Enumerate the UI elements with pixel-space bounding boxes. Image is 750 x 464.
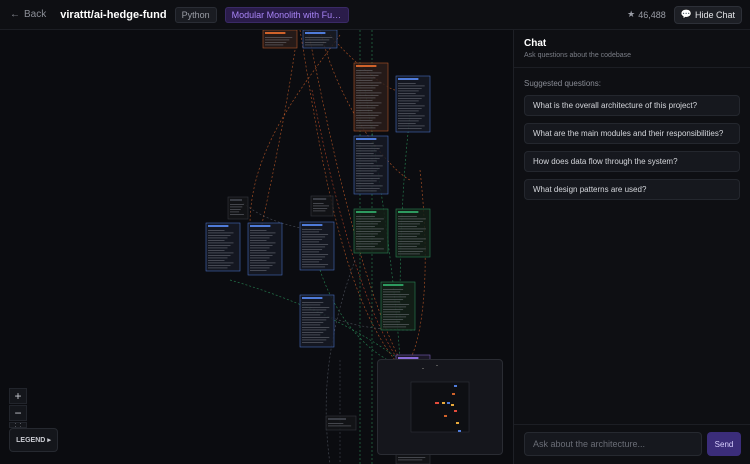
suggested-questions-label: Suggested questions: xyxy=(524,79,601,88)
graph-node[interactable] xyxy=(205,222,241,272)
suggested-question[interactable]: How does data flow through the system? xyxy=(524,151,740,172)
minimap-node xyxy=(422,368,424,369)
chat-bubble-icon: 💬 xyxy=(680,9,692,19)
star-count: ★ 46,488 xyxy=(627,9,666,20)
graph-edge xyxy=(261,49,296,226)
minimap-node xyxy=(458,430,461,432)
graph-edge xyxy=(409,169,426,361)
architecture-graph-canvas[interactable]: + − ⛶ LEGEND ▸ xyxy=(0,30,513,464)
language-badge: Python xyxy=(174,6,217,23)
suggested-question[interactable]: What is the overall architecture of this… xyxy=(524,95,740,116)
zoom-in-button[interactable]: + xyxy=(9,388,27,404)
architecture-badge: Modular Monolith with Full-Stack Web Int… xyxy=(224,6,349,23)
fit-view-button[interactable]: ⛶ xyxy=(9,422,27,428)
minimap-node xyxy=(447,402,450,404)
graph-node[interactable] xyxy=(299,221,335,271)
minimap-node xyxy=(451,404,454,406)
graph-edge xyxy=(299,30,396,361)
zoom-out-button[interactable]: − xyxy=(9,405,27,421)
suggested-question[interactable]: What are the main modules and their resp… xyxy=(524,123,740,144)
graph-edge xyxy=(311,89,406,371)
graph-node[interactable] xyxy=(395,75,431,133)
chat-input-bar: Send xyxy=(514,424,750,464)
chat-title: Chat xyxy=(524,38,547,49)
minimap-node xyxy=(452,393,455,395)
graph-node[interactable] xyxy=(302,30,338,49)
minimap[interactable] xyxy=(377,359,503,455)
legend-button[interactable]: LEGEND ▸ xyxy=(9,428,58,452)
star-icon: ★ xyxy=(627,9,636,19)
graph-node[interactable] xyxy=(353,135,389,195)
back-button[interactable]: ← Back xyxy=(10,9,46,20)
graph-node[interactable] xyxy=(353,208,389,254)
chat-subtitle: Ask questions about the codebase xyxy=(524,52,632,59)
minimap-node xyxy=(444,415,447,417)
graph-edge xyxy=(325,259,356,464)
chat-input[interactable] xyxy=(524,432,702,456)
graph-node[interactable] xyxy=(395,208,431,258)
graph-node[interactable] xyxy=(299,294,335,348)
hide-chat-button[interactable]: 💬 Hide Chat xyxy=(673,5,742,24)
graph-node[interactable] xyxy=(380,281,416,331)
graph-edge xyxy=(329,34,396,91)
minimap-view xyxy=(410,365,470,433)
minimap-node xyxy=(436,365,438,366)
graph-node[interactable] xyxy=(247,222,283,276)
minimap-node xyxy=(435,402,439,404)
graph-edge xyxy=(249,34,341,226)
arrow-left-icon: ← xyxy=(10,9,20,20)
top-bar: ← Back virattt/ai-hedge-fund Python Modu… xyxy=(0,0,750,30)
minimap-node xyxy=(454,385,457,387)
send-button[interactable]: Send xyxy=(707,432,741,456)
minimap-viewport xyxy=(410,381,470,433)
star-count-value: 46,488 xyxy=(638,9,666,20)
repo-name: virattt/ai-hedge-fund xyxy=(60,8,167,21)
graph-edge xyxy=(319,30,411,181)
minimap-node xyxy=(442,402,445,404)
legend-label: LEGEND xyxy=(16,436,46,444)
graph-node[interactable] xyxy=(262,30,298,49)
chevron-right-icon: ▸ xyxy=(47,437,51,444)
graph-node[interactable] xyxy=(325,415,357,431)
minimap-node xyxy=(454,410,457,412)
chat-header: Chat Ask questions about the codebase xyxy=(514,30,750,68)
graph-edge xyxy=(229,279,401,361)
back-label: Back xyxy=(24,9,47,20)
suggested-question[interactable]: What design patterns are used? xyxy=(524,179,740,200)
chat-panel: Chat Ask questions about the codebase Su… xyxy=(513,30,750,464)
hide-chat-label: Hide Chat xyxy=(694,9,735,20)
minimap-node xyxy=(456,422,459,424)
graph-node[interactable] xyxy=(310,195,334,217)
graph-node[interactable] xyxy=(227,196,249,220)
graph-node[interactable] xyxy=(353,62,389,132)
